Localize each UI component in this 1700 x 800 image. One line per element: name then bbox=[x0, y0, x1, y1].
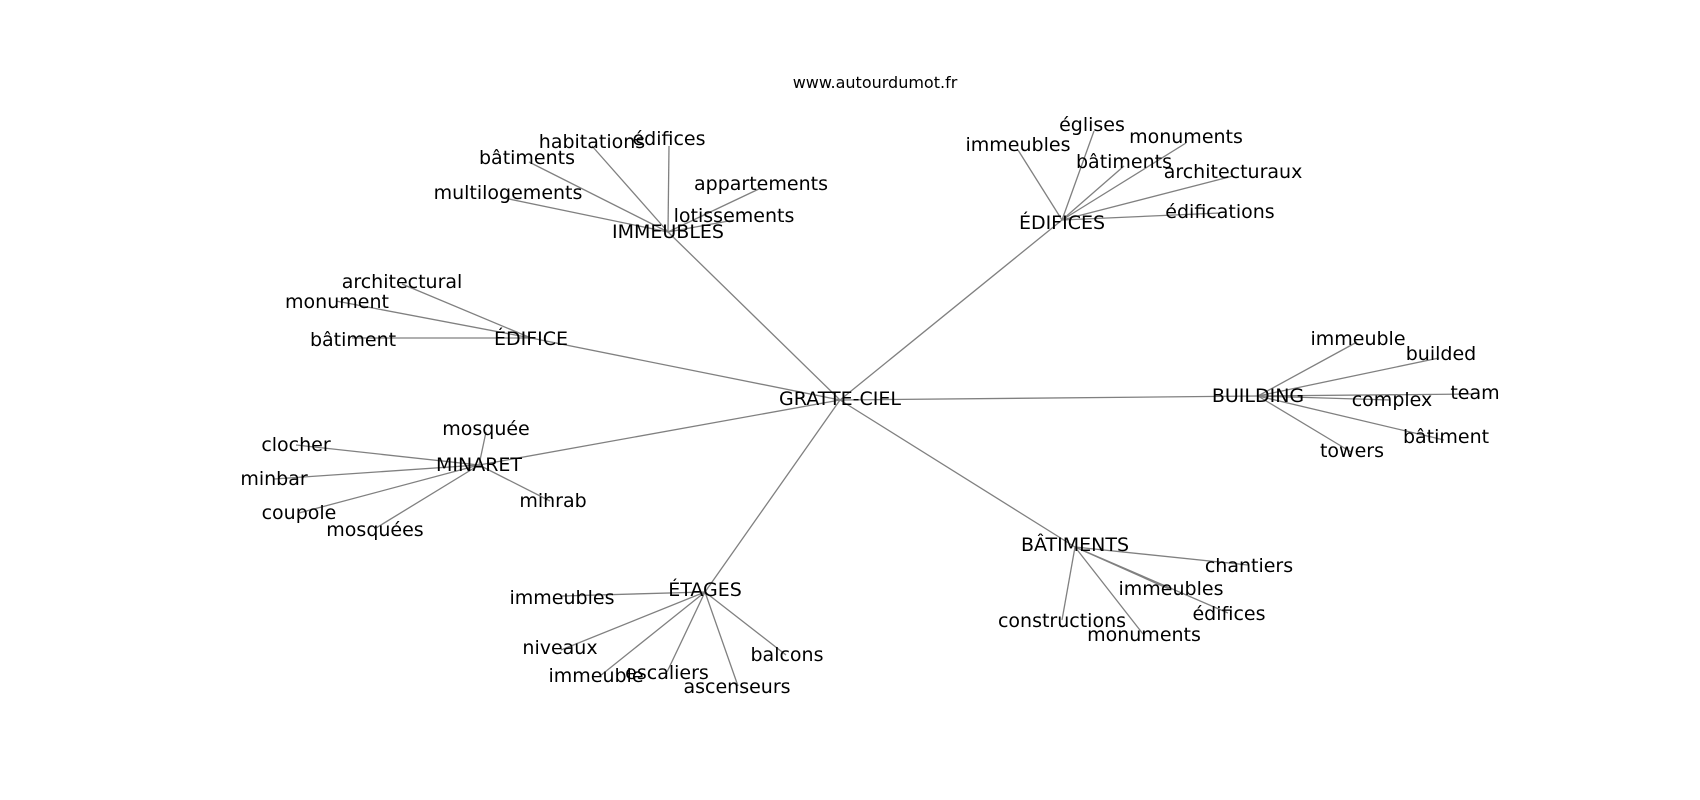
leaf-edge bbox=[503, 197, 669, 233]
leaf-edge bbox=[1061, 165, 1125, 221]
leaf-node-label: minbar bbox=[240, 468, 308, 490]
leaf-node-label: chantiers bbox=[1205, 555, 1293, 577]
leaf-edge bbox=[1061, 142, 1187, 221]
leaf-edge bbox=[1257, 395, 1445, 441]
leaf-node-label: édifications bbox=[1165, 201, 1274, 223]
hub-edge bbox=[839, 395, 1259, 401]
leaf-node-label: immeuble bbox=[1310, 328, 1405, 350]
graph-edges bbox=[273, 130, 1475, 687]
hub-node-label: BÂTIMENTS bbox=[1021, 533, 1129, 556]
graph-labels: www.autourdumot.fr GRATTE-CIEL IMMEUBLES… bbox=[240, 73, 1499, 698]
leaf-node-label: architecturaux bbox=[1164, 161, 1303, 183]
site-url: www.autourdumot.fr bbox=[793, 73, 958, 92]
leaf-node-label: bâtiments bbox=[479, 147, 575, 169]
leaf-node-label: bâtiment bbox=[1403, 426, 1489, 448]
leaf-edge bbox=[704, 591, 739, 687]
leaf-edge bbox=[528, 161, 669, 233]
leaf-edge bbox=[1074, 546, 1249, 566]
leaf-edge bbox=[1061, 175, 1234, 221]
leaf-node-label: clocher bbox=[261, 434, 331, 456]
leaf-node-label: immeubles bbox=[966, 134, 1071, 156]
leaf-node-label: architectural bbox=[342, 271, 463, 293]
leaf-edge bbox=[1017, 149, 1063, 221]
hub-edge bbox=[667, 231, 841, 401]
leaf-edge bbox=[295, 444, 480, 466]
leaf-node-label: builded bbox=[1406, 343, 1476, 365]
leaf-edge bbox=[1061, 130, 1095, 221]
leaf-edge bbox=[1074, 546, 1229, 614]
leaf-edge bbox=[560, 591, 706, 651]
leaf-edge bbox=[478, 431, 487, 466]
hub-edge bbox=[839, 399, 1076, 548]
leaf-edge bbox=[298, 464, 480, 514]
leaf-node-label: mosquée bbox=[442, 418, 530, 440]
hub-edge bbox=[530, 337, 841, 401]
leaf-node-label: multilogements bbox=[434, 182, 583, 204]
hub-node-label: ÉDIFICE bbox=[494, 327, 568, 350]
leaf-edge bbox=[478, 464, 551, 502]
hub-node-label: IMMEUBLES bbox=[612, 221, 724, 243]
leaf-edge bbox=[1257, 395, 1352, 453]
leaf-edge bbox=[1257, 395, 1391, 401]
leaf-node-label: towers bbox=[1320, 440, 1384, 462]
leaf-edge bbox=[667, 145, 670, 233]
leaf-node-label: complex bbox=[1352, 389, 1433, 411]
hub-edge bbox=[839, 219, 1063, 401]
leaf-edge bbox=[667, 187, 762, 233]
leaf-edge bbox=[599, 591, 706, 677]
leaf-edge bbox=[1061, 546, 1076, 621]
leaf-node-label: édifices bbox=[1192, 603, 1265, 625]
leaf-edge bbox=[666, 591, 706, 673]
leaf-edge bbox=[375, 464, 480, 529]
leaf-node-label: mosquées bbox=[326, 519, 423, 541]
leaf-edge bbox=[401, 283, 532, 339]
leaf-edge bbox=[1074, 546, 1144, 635]
hub-node-label: MINARET bbox=[436, 454, 522, 476]
hub-node-label: BUILDING bbox=[1212, 385, 1304, 407]
leaf-node-label: constructions bbox=[998, 610, 1126, 632]
leaf-node-label: immeubles bbox=[510, 587, 615, 609]
leaf-node-label: appartements bbox=[694, 173, 828, 195]
leaf-node-label: team bbox=[1450, 382, 1499, 404]
leaf-node-label: bâtiment bbox=[310, 329, 396, 351]
leaf-node-label: monuments bbox=[1129, 126, 1243, 148]
hub-edge bbox=[478, 399, 841, 466]
leaf-node-label: édifices bbox=[632, 128, 705, 150]
leaf-edge bbox=[704, 591, 787, 656]
leaf-node-label: lotissements bbox=[674, 205, 795, 227]
leaf-node-label: escaliers bbox=[625, 662, 709, 684]
leaf-edge bbox=[591, 145, 669, 233]
leaf-node-label: immeuble bbox=[548, 665, 643, 687]
leaf-node-label: bâtiments bbox=[1076, 151, 1172, 173]
leaf-edge bbox=[561, 591, 706, 597]
hub-edge bbox=[704, 399, 841, 593]
leaf-edge bbox=[1257, 341, 1358, 397]
leaf-edge bbox=[1257, 393, 1475, 397]
leaf-edge bbox=[1061, 212, 1221, 221]
leaf-edge bbox=[335, 300, 532, 339]
hub-node-label: ÉTAGES bbox=[668, 578, 742, 601]
leaf-node-label: coupole bbox=[262, 502, 337, 524]
leaf-node-label: ascenseurs bbox=[683, 676, 790, 698]
hub-node-label: ÉDIFICES bbox=[1019, 211, 1105, 234]
leaf-node-label: habitations bbox=[539, 131, 645, 153]
center-node-label: GRATTE-CIEL bbox=[779, 388, 901, 410]
leaf-edge bbox=[667, 219, 735, 233]
leaf-node-label: églises bbox=[1059, 114, 1125, 136]
leaf-edge bbox=[1257, 357, 1440, 397]
leaf-node-label: monument bbox=[285, 291, 389, 313]
leaf-node-label: niveaux bbox=[522, 637, 597, 659]
leaf-node-label: immeubles bbox=[1119, 578, 1224, 600]
leaf-node-label: monuments bbox=[1087, 624, 1201, 646]
leaf-edge bbox=[273, 464, 480, 480]
leaf-node-label: mihrab bbox=[519, 490, 586, 512]
leaf-node-label: balcons bbox=[751, 644, 824, 666]
